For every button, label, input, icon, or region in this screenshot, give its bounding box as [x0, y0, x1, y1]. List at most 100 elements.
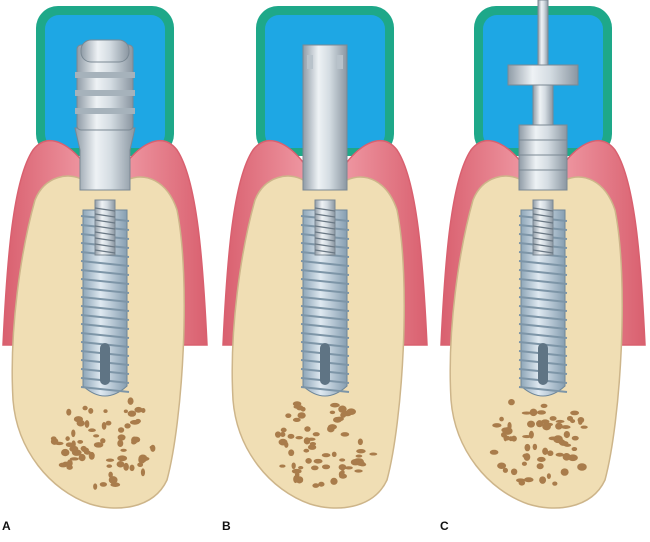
- marrow-spot: [307, 444, 317, 450]
- marrow-spot: [542, 447, 549, 455]
- marrow-spot: [356, 461, 366, 466]
- marrow-spot: [291, 462, 296, 470]
- marrow-spot: [327, 425, 335, 433]
- marrow-spot: [284, 441, 289, 448]
- marrow-spot: [492, 423, 502, 428]
- marrow-spot: [293, 475, 298, 484]
- implant-vent: [538, 343, 548, 385]
- marrow-spot: [329, 410, 336, 415]
- implant-thread: [80, 332, 130, 339]
- marrow-spot: [105, 458, 115, 462]
- marrow-spot: [292, 401, 302, 407]
- marrow-spot: [127, 397, 134, 405]
- marrow-spot: [80, 445, 87, 452]
- marrow-spot: [291, 468, 302, 474]
- marrow-spot: [321, 453, 331, 458]
- screw-thread: [94, 237, 116, 242]
- marrow-spot: [58, 462, 68, 468]
- implant-thread: [80, 260, 130, 267]
- screw-thread: [314, 237, 336, 242]
- abutment-collar: [74, 127, 136, 191]
- implant-thread: [300, 260, 350, 267]
- marrow-spot: [88, 407, 94, 414]
- screw-thread: [532, 219, 554, 224]
- implant-thread: [80, 296, 130, 303]
- implant-thread: [300, 296, 350, 303]
- marrow-spot: [560, 425, 571, 429]
- implant-thread: [518, 305, 568, 312]
- marrow-spot: [577, 463, 587, 471]
- marrow-spot: [539, 476, 547, 484]
- implant-thread: [518, 269, 568, 276]
- marrow-spot: [274, 431, 282, 438]
- screw-thread: [94, 207, 116, 212]
- implant-thread: [300, 314, 350, 321]
- marrow-spot: [124, 423, 131, 429]
- marrow-spot: [333, 416, 342, 423]
- marrow-spot: [307, 437, 316, 441]
- implant-thread: [80, 278, 130, 285]
- marrow-spot: [321, 464, 331, 470]
- implant-thread: [518, 260, 568, 267]
- implant-thread: [80, 386, 130, 393]
- marrow-spot: [135, 418, 141, 424]
- marrow-spot: [521, 411, 532, 415]
- marrow-spot: [527, 420, 535, 428]
- implant-thread: [518, 296, 568, 303]
- panel-label-a: A: [2, 519, 11, 533]
- screw-thread: [532, 231, 554, 236]
- marrow-spot: [88, 451, 95, 460]
- marrow-spot: [369, 452, 378, 456]
- marrow-spot: [523, 453, 531, 461]
- marrow-spot: [523, 477, 534, 483]
- marrow-spot: [566, 416, 574, 422]
- screw-thread: [94, 249, 116, 254]
- marrow-spot: [555, 422, 563, 430]
- marrow-spot: [549, 416, 557, 421]
- implant-thread: [80, 269, 130, 276]
- marrow-spot: [555, 419, 565, 423]
- marrow-spot: [546, 473, 551, 480]
- panel-b: [222, 6, 428, 509]
- marrow-spot: [357, 438, 363, 446]
- marrow-spot: [570, 410, 580, 416]
- marrow-spot: [552, 481, 558, 486]
- marrow-spot: [560, 468, 569, 476]
- screw-thread: [314, 219, 336, 224]
- marrow-spot: [297, 412, 306, 419]
- implant-thread: [80, 314, 130, 321]
- marrow-spot: [288, 449, 295, 457]
- implant-thread: [518, 332, 568, 339]
- implant-thread: [80, 305, 130, 312]
- screw-thread: [94, 219, 116, 224]
- marrow-spot: [106, 464, 113, 468]
- marrow-spot: [580, 425, 588, 429]
- marrow-spot: [313, 458, 323, 464]
- implant-thread: [300, 386, 350, 393]
- implant-thread: [300, 278, 350, 285]
- marrow-spot: [82, 405, 88, 411]
- pin-shaft: [532, 84, 554, 126]
- marrow-spot: [532, 443, 538, 451]
- marrow-spot: [578, 419, 583, 425]
- transfer-notch: [337, 55, 343, 69]
- marrow-spot: [340, 432, 350, 437]
- screw-thread: [314, 225, 336, 230]
- marrow-spot: [50, 437, 59, 445]
- panel-label-b: B: [222, 519, 231, 533]
- screw-thread: [314, 213, 336, 218]
- marrow-spot: [305, 458, 312, 464]
- marrow-spot: [304, 426, 311, 432]
- marrow-spot: [330, 477, 338, 485]
- marrow-spot: [537, 456, 546, 463]
- implant-thread: [300, 323, 350, 330]
- screw-thread: [94, 231, 116, 236]
- marrow-spot: [117, 439, 124, 448]
- marrow-spot: [312, 483, 320, 488]
- marrow-spot: [123, 462, 129, 471]
- marrow-spot: [108, 471, 113, 478]
- marrow-spot: [77, 439, 84, 444]
- marrow-spot: [331, 451, 337, 458]
